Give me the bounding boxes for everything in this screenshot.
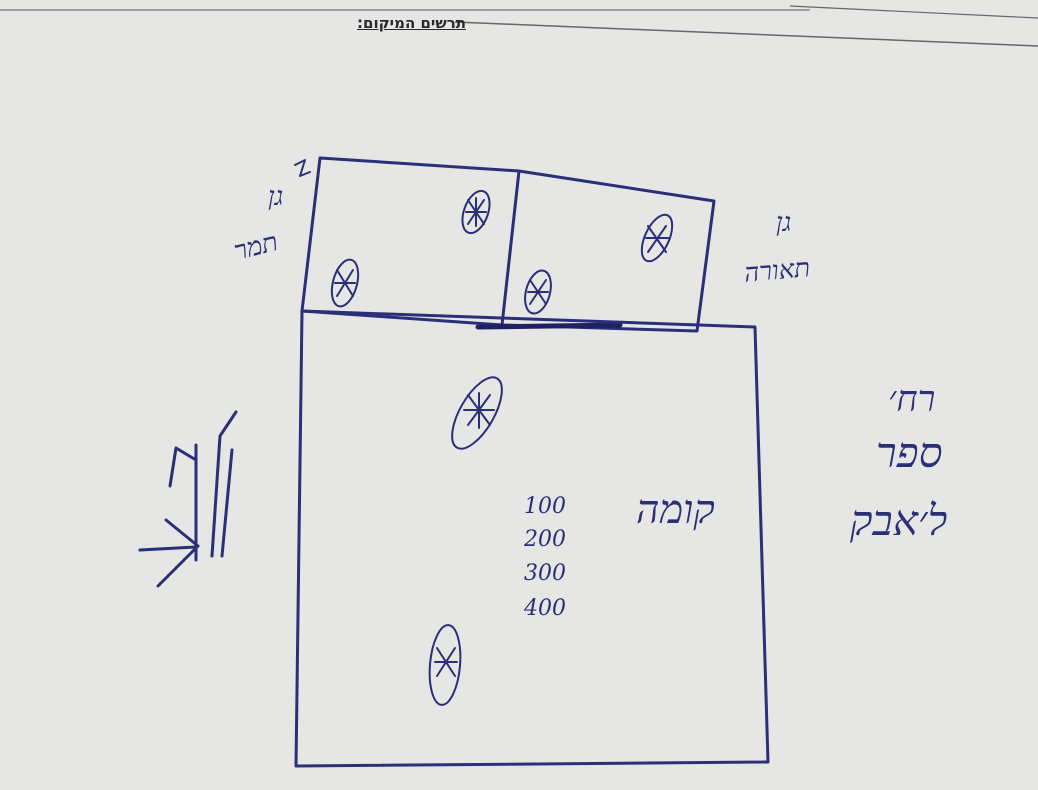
label-garden-right-2: תאורה [742, 253, 812, 289]
label-floor-word: קומה [636, 487, 715, 533]
camera-mark-icon [524, 269, 552, 315]
floor-item: 300 [524, 561, 566, 586]
small-number-mark [294, 159, 311, 177]
floor-item: 400 [524, 596, 566, 621]
camera-mark-icon [640, 213, 674, 263]
camera-mark-icon [461, 189, 491, 235]
floor-item: 200 [524, 527, 566, 552]
label-garden-left-1: גן [268, 182, 284, 212]
label-street-1: רח׳ [888, 379, 936, 420]
shared-wall-mark [475, 322, 623, 330]
entrance-arrow-icon [138, 410, 238, 588]
label-street-2: ספר [876, 428, 943, 477]
form-header-line-2 [789, 5, 1038, 19]
floor-item: 100 [524, 494, 566, 519]
main-building-outline [294, 309, 770, 768]
page-title: תרשים המיקום: [357, 14, 466, 32]
camera-mark-icon [451, 376, 503, 450]
label-garden-right-1: גן [776, 208, 792, 238]
camera-mark-icon [428, 624, 462, 706]
form-header-line [454, 21, 1038, 47]
right-building-outline [500, 169, 716, 333]
label-street-3: ל׳אבק [850, 496, 948, 545]
camera-mark-icon [330, 258, 360, 308]
